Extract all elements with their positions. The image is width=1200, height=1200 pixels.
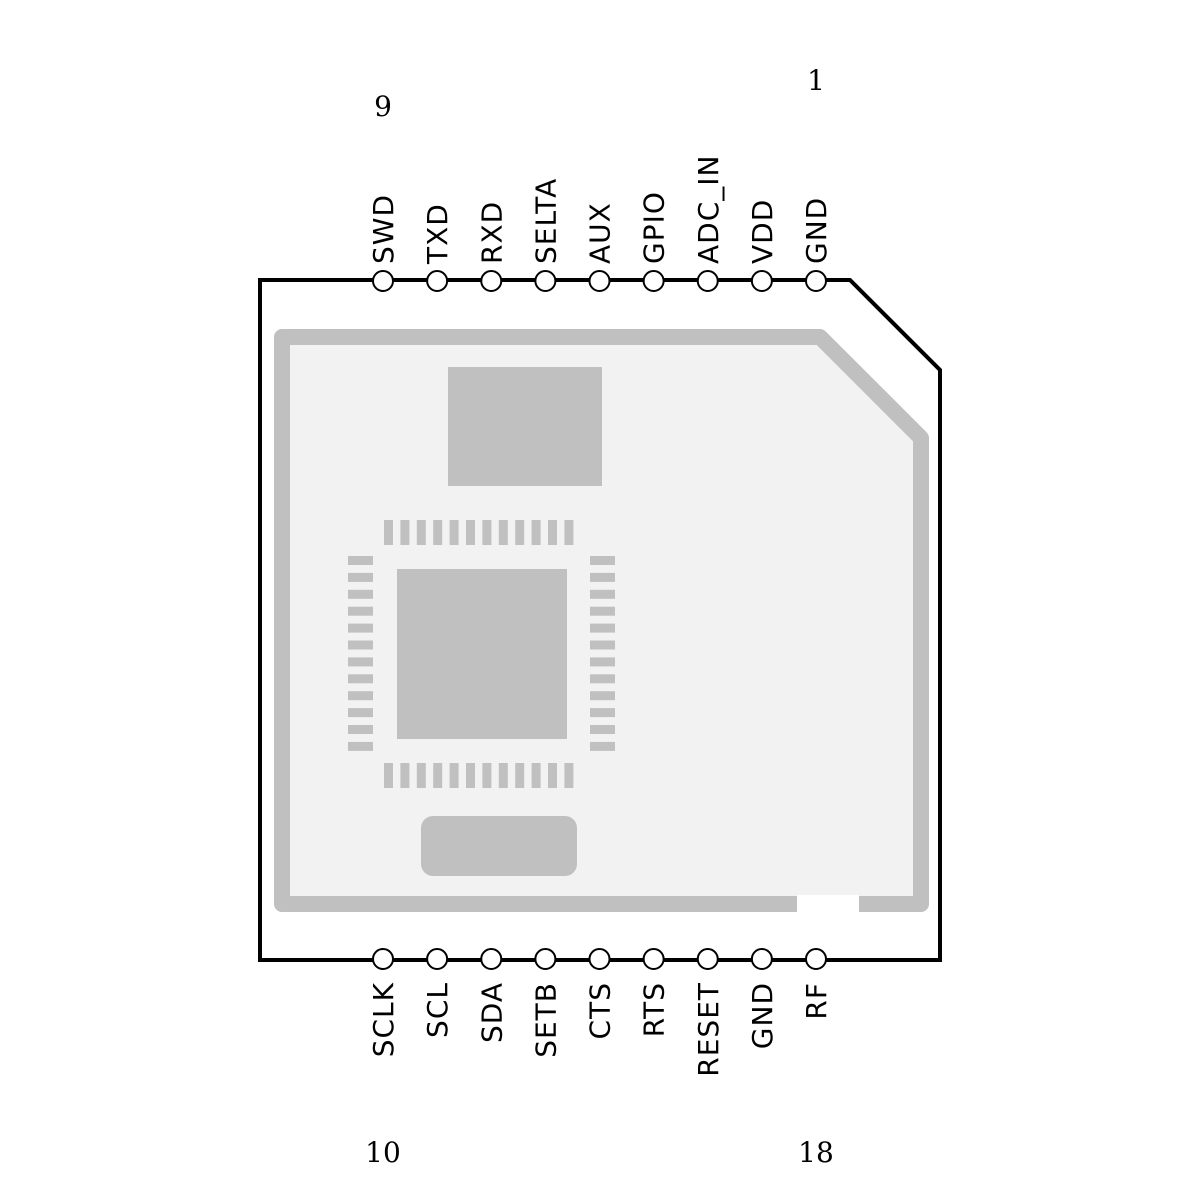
- bottom-pin-label: RF: [800, 982, 833, 1020]
- bottom-pin-pad: [372, 948, 394, 970]
- chip-pad: [564, 520, 574, 545]
- chip-pad: [348, 741, 373, 751]
- bottom-pin-label: SCLK: [367, 982, 400, 1057]
- chip-pad: [482, 520, 492, 545]
- bottom-pin-label: SDA: [475, 982, 508, 1043]
- top-pin-label: ADC_IN: [692, 155, 725, 264]
- chip-pad: [348, 589, 373, 599]
- chip-pad: [590, 640, 615, 650]
- chip-pad: [590, 589, 615, 599]
- chip-pad: [498, 763, 508, 788]
- bottom-pin-pad: [642, 948, 665, 970]
- pin-number-bottom-right: 18: [798, 1136, 834, 1169]
- top-pin-label: GPIO: [638, 191, 671, 264]
- chip-pad: [531, 520, 541, 545]
- top-pin-label: SWD: [367, 194, 400, 264]
- chip-pad: [348, 572, 373, 582]
- bottom-pin-pad: [534, 948, 557, 970]
- top-pin-pad: [696, 270, 719, 292]
- chip-pad: [433, 520, 443, 545]
- top-pin-label: AUX: [584, 202, 617, 264]
- top-pin-label: RXD: [475, 201, 508, 264]
- chip-pad: [400, 520, 410, 545]
- bottom-pin-pad: [805, 948, 827, 970]
- chip-pad: [590, 741, 615, 751]
- bottom-pin-row: SCLK SCL SDA SETB CTS RTS RESET GND RF: [367, 948, 833, 1077]
- top-pin-pad: [750, 270, 773, 292]
- oscillator-component: [421, 816, 577, 876]
- chip-pad: [590, 674, 615, 684]
- chip-pad: [515, 520, 525, 545]
- chip-pad: [482, 763, 492, 788]
- chip-pad: [348, 725, 373, 734]
- chip-pad: [590, 623, 615, 633]
- chip-pad: [548, 763, 557, 788]
- top-pin-pad: [534, 270, 557, 292]
- chip-pad: [348, 556, 373, 565]
- chip-pad: [348, 708, 373, 718]
- chip-pad: [590, 657, 615, 667]
- bottom-pin-label: SCL: [421, 982, 454, 1038]
- bottom-pin-label: SETB: [529, 982, 562, 1058]
- top-pin-label: SELTA: [529, 178, 562, 264]
- bottom-pin-pad: [750, 948, 773, 970]
- chip-pad: [590, 572, 615, 582]
- chip-pad: [400, 763, 410, 788]
- top-pin-pad: [805, 270, 827, 292]
- chip-pad: [449, 763, 459, 788]
- chip-pad: [590, 556, 615, 565]
- chip-pad: [348, 606, 373, 616]
- top-pin-pad: [480, 270, 503, 292]
- chip-pad: [433, 763, 443, 788]
- bottom-pin-label: RTS: [638, 982, 671, 1037]
- top-pin-label: GND: [800, 197, 833, 264]
- chip-pad: [348, 640, 373, 650]
- bottom-pin-pad: [480, 948, 503, 970]
- chip-pad: [466, 763, 475, 788]
- top-pin-pad: [372, 270, 394, 292]
- chip-pad: [498, 520, 508, 545]
- chip-pad: [515, 763, 525, 788]
- crystal-component: [448, 367, 602, 486]
- mcu-chip-pads: [348, 520, 615, 788]
- chip-pad: [590, 708, 615, 718]
- chip-pad: [416, 763, 426, 788]
- pin-number-top-left: 9: [374, 90, 392, 123]
- chip-pad: [564, 763, 574, 788]
- pin-number-bottom-left: 10: [365, 1136, 401, 1169]
- bottom-pin-label: GND: [746, 982, 779, 1049]
- antenna-gap: [797, 895, 859, 915]
- bottom-pin-pad: [588, 948, 611, 970]
- chip-pad: [416, 520, 426, 545]
- chip-pad: [466, 520, 475, 545]
- chip-pad: [348, 657, 373, 667]
- shield-border: [274, 329, 929, 912]
- chip-pad: [348, 674, 373, 684]
- top-pin-pad: [588, 270, 611, 292]
- bottom-pin-pad: [426, 948, 449, 970]
- bottom-pin-label: CTS: [584, 982, 617, 1039]
- top-pin-row: SWD TXD RXD SELTA AUX GPIO ADC_IN VDD GND: [367, 155, 833, 292]
- mcu-chip: [397, 569, 567, 739]
- chip-pad: [348, 623, 373, 633]
- bottom-pin-pad: [696, 948, 719, 970]
- chip-pad: [348, 691, 373, 701]
- chip-pad: [590, 691, 615, 701]
- bottom-pin-label: RESET: [692, 982, 725, 1077]
- chip-pad: [590, 725, 615, 734]
- pin-number-top-right: 1: [807, 64, 825, 97]
- chip-pad: [384, 763, 393, 788]
- chip-pad: [449, 520, 459, 545]
- top-pin-pad: [642, 270, 665, 292]
- chip-pad: [384, 520, 393, 545]
- top-pin-pad: [426, 270, 449, 292]
- chip-pad: [548, 520, 557, 545]
- top-pin-label: VDD: [746, 199, 779, 264]
- top-pin-label: TXD: [421, 203, 454, 265]
- chip-pad: [531, 763, 541, 788]
- chip-pad: [590, 606, 615, 616]
